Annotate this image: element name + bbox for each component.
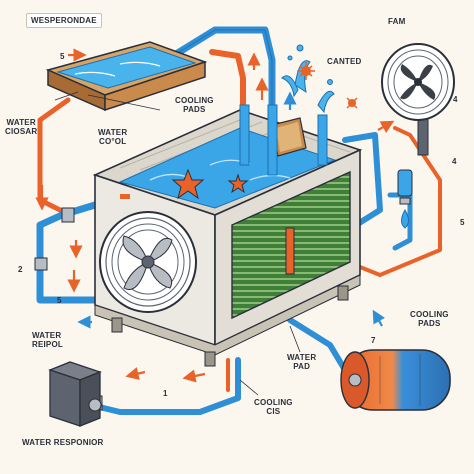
arrow-icon — [35, 48, 395, 383]
water-tank — [340, 349, 451, 411]
valve-icon — [397, 169, 413, 229]
orange-pipe-left — [37, 97, 73, 218]
step-number: 5 — [57, 296, 62, 305]
blue-pipe-right — [342, 132, 383, 228]
leader-lines — [54, 91, 301, 396]
water-jets — [239, 104, 328, 176]
step-number: 1 — [163, 389, 168, 398]
label-water-pad: WATER PAD — [287, 353, 317, 372]
label-water-ciosar: WATER CIOSAR — [5, 118, 38, 137]
label-wesperondae: WESPERONDAE — [26, 13, 102, 29]
step-number: 4 — [453, 95, 458, 104]
label-water-cool: WATER CO°OL — [98, 128, 128, 147]
splash-icon — [281, 44, 335, 114]
cooling-pad-box — [271, 117, 307, 157]
step-number: 7 — [371, 336, 376, 345]
unit-fan-icon — [99, 211, 197, 313]
step-number: 4 — [452, 157, 457, 166]
step-number: 5 — [60, 52, 65, 61]
step-number: 5 — [460, 218, 465, 227]
label-cooling-cis: COOLING CIS — [254, 398, 293, 417]
blue-pipe-bottom — [287, 317, 348, 373]
label-cooling-pads-top: COOLING PADS — [175, 96, 214, 115]
step-number: 2 — [18, 265, 23, 274]
orange-pipe-top — [209, 49, 246, 111]
fan-icon — [381, 43, 455, 156]
label-fam: FAM — [388, 17, 406, 26]
orange-pipe-right — [353, 126, 442, 277]
label-water-reipol: WATER REIPOL — [32, 331, 63, 350]
label-canted: CANTED — [327, 57, 362, 66]
wooden-tray — [45, 41, 208, 112]
label-water-responior: WATER RESPONIOR — [22, 438, 104, 447]
water-reservoir-box — [48, 361, 102, 427]
blue-pipe-reservoir — [67, 357, 241, 415]
starfish-icon — [171, 168, 249, 200]
gear-icon — [297, 62, 358, 109]
label-cooling-pads-right: COOLING PADS — [410, 310, 449, 329]
